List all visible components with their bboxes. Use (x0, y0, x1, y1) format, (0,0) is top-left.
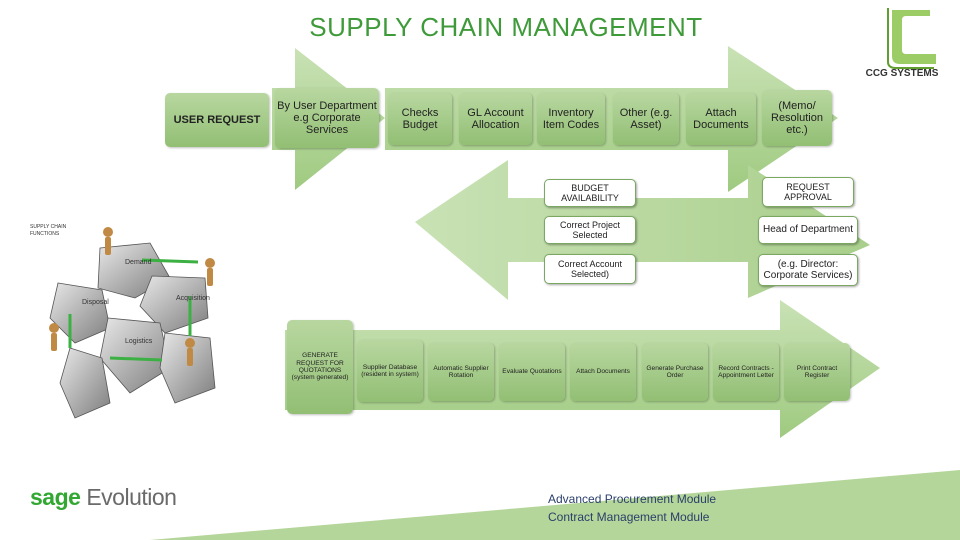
gl-account-box: GL Account Allocation (459, 93, 532, 145)
puzzle-label-disposal: Disposal (82, 299, 109, 306)
puzzle-label-logistics: Logistics (125, 338, 153, 345)
user-department-box: By User Department e.g Corporate Service… (275, 88, 379, 148)
correct-project-box: Correct Project Selected (544, 216, 636, 244)
head-of-department-box: Head of Department (758, 216, 858, 244)
puzzle-caption: SUPPLY CHAIN FUNCTIONS (30, 224, 67, 237)
budget-availability-box: BUDGET AVAILABILITY (544, 179, 636, 207)
attach-documents-box: Attach Documents (686, 93, 756, 145)
arrow-middle-flow (415, 160, 870, 300)
ccg-systems-logo (887, 8, 936, 69)
generate-purchase-order-box: Generate Purchase Order (642, 343, 708, 401)
user-request-box: USER REQUEST (165, 93, 269, 147)
arrow-top-flow (385, 46, 838, 192)
memo-resolution-box: (Memo/ Resolution etc.) (762, 90, 832, 146)
director-box: (e.g. Director: Corporate Services) (758, 254, 858, 286)
print-contract-register-box: Print Contract Register (784, 343, 850, 401)
record-contracts-box: Record Contracts - Appointment Letter (713, 343, 779, 401)
contract-management-module-label: Contract Management Module (548, 510, 710, 524)
inventory-item-codes-box: Inventory Item Codes (537, 93, 605, 145)
puzzle-label-demand: Demand (125, 259, 152, 266)
generate-rfq-box: GENERATE REQUEST FOR QUOTATIONS (system … (287, 320, 353, 414)
supply-chain-puzzle-illustration: Demand Acquisition Disposal Logistics (49, 227, 216, 419)
corner-wedge (150, 470, 960, 540)
ccg-systems-label: CCG SYSTEMS (865, 68, 939, 79)
supplier-rotation-box: Automatic Supplier Rotation (428, 343, 494, 401)
other-asset-box: Other (e.g. Asset) (613, 93, 679, 145)
attach-documents-bottom-box: Attach Documents (570, 343, 636, 401)
evolution-logo-text: Evolution (86, 484, 177, 510)
sage-logo-text: sage (30, 484, 81, 510)
page-title: SUPPLY CHAIN MANAGEMENT (309, 12, 703, 42)
advanced-procurement-module-label: Advanced Procurement Module (548, 492, 717, 506)
evaluate-quotations-box: Evaluate Quotations (499, 343, 565, 401)
checks-budget-box: Checks Budget (388, 93, 452, 145)
supplier-database-box: Supplier Database (resident in system) (357, 340, 423, 402)
request-approval-box: REQUEST APPROVAL (762, 177, 854, 207)
correct-account-box: Correct Account Selected) (544, 254, 636, 284)
puzzle-label-acquisition: Acquisition (176, 295, 210, 302)
sage-evolution-logo: sage Evolution (30, 484, 177, 511)
